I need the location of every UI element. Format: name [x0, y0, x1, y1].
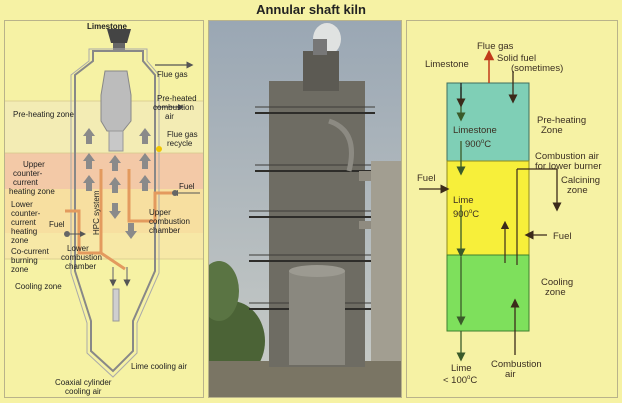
- label-calcining-2: zone: [567, 185, 588, 196]
- label-solid-fuel-1: Solid fuel: [497, 53, 536, 64]
- kiln-schematic-panel: Limestone Flue gas Pre-heated combustion…: [4, 20, 204, 398]
- label-lower-cc-1: Lower: [11, 200, 33, 209]
- kiln-photo-panel: [197, 20, 402, 398]
- label-lower-cc-4: heating: [11, 227, 37, 236]
- label-preheating-2: Zone: [541, 125, 563, 136]
- label-cooling-2: zone: [545, 287, 566, 298]
- label-lower-cc-5: zone: [11, 236, 29, 245]
- label-comb-air-2: for lower burner: [535, 161, 602, 172]
- label-fuel-right: Fuel: [553, 231, 571, 242]
- label-lower-cc-2: counter-: [11, 209, 41, 218]
- label-coaxial-1: Coaxial cylinder: [55, 378, 112, 387]
- label-upper-comb-2: combustion: [149, 217, 190, 226]
- kiln-schematic: Limestone Flue gas Pre-heated combustion…: [5, 22, 203, 396]
- label-upper-comb-1: Upper: [149, 208, 171, 217]
- label-preheated-air-1: Pre-heated: [157, 94, 197, 103]
- label-lower-comb-1: Lower: [67, 244, 89, 253]
- label-comb-air-b1: Combustion: [491, 359, 542, 370]
- label-cocurrent-3: zone: [11, 265, 29, 274]
- label-temp-900-b: 900oC: [453, 209, 479, 220]
- label-flue-recycle-1: Flue gas: [167, 130, 198, 139]
- label-lower-cc-3: current: [11, 218, 37, 227]
- zone-diagram: Flue gas Limestone Solid fuel (sometimes…: [417, 41, 602, 386]
- cooling-zone-box: [446, 254, 530, 332]
- label-limestone: Limestone: [87, 22, 128, 31]
- label-upper-cc-1: Upper: [23, 160, 45, 169]
- kiln-photo: [197, 21, 401, 397]
- gas-flow-arrows: [83, 128, 151, 239]
- label-cocurrent-2: burning: [11, 256, 38, 265]
- lower-heating-band: [5, 189, 203, 233]
- label-hpc-system: HPC system: [92, 190, 101, 235]
- kiln-shell: [74, 50, 156, 373]
- label-lime-box: Lime: [453, 195, 474, 206]
- label-comb-air-1: Combustion air: [535, 151, 599, 162]
- zone-diagram-panel: Flue gas Limestone Solid fuel (sometimes…: [406, 20, 618, 398]
- page-title: Annular shaft kiln: [256, 2, 366, 17]
- label-limestone-box: Limestone: [453, 125, 497, 136]
- label-calcining-1: Calcining: [561, 175, 600, 186]
- label-fuel-left: Fuel: [49, 220, 65, 229]
- recycle-point-icon: [156, 146, 162, 152]
- label-solid-fuel-2: (sometimes): [511, 63, 563, 74]
- label-flue-recycle-2: recycle: [167, 139, 193, 148]
- label-lime-cooling-air: Lime cooling air: [131, 362, 187, 371]
- hopper-icon: [107, 29, 131, 43]
- label-cooling-zone: Cooling zone: [15, 282, 62, 291]
- inner-cylinder-top: [100, 70, 132, 132]
- label-upper-cc-4: heating zone: [9, 187, 55, 196]
- label-temp-900-a: 900oC: [465, 139, 491, 150]
- label-coaxial-2: cooling air: [65, 387, 102, 396]
- label-fuel-right: Fuel: [179, 182, 195, 191]
- label-limestone-in: Limestone: [425, 59, 469, 70]
- label-flue-gas-out: Flue gas: [477, 41, 514, 52]
- label-comb-air-b2: air: [505, 369, 516, 380]
- upper-heating-band: [5, 153, 203, 189]
- label-lower-comb-3: chamber: [65, 262, 96, 271]
- label-preheated-air-3: air: [165, 112, 174, 121]
- label-preheating-1: Pre-heating: [537, 115, 586, 126]
- label-cocurrent-1: Co-current: [11, 247, 50, 256]
- label-fuel-left: Fuel: [417, 173, 435, 184]
- label-lime-out: Lime: [451, 363, 472, 374]
- label-upper-cc-2: counter-: [13, 169, 43, 178]
- label-upper-cc-3: current: [13, 178, 39, 187]
- label-upper-comb-3: chamber: [149, 226, 180, 235]
- inner-cylinder-bottom: [112, 288, 120, 322]
- label-preheating-zone: Pre-heating zone: [13, 110, 74, 119]
- label-cooling-1: Cooling: [541, 277, 573, 288]
- label-preheated-air-2: combustion: [153, 103, 194, 112]
- label-lower-comb-2: combustion: [61, 253, 102, 262]
- label-flue-gas: Flue gas: [157, 70, 188, 79]
- label-temp-100: < 100oC: [443, 375, 477, 386]
